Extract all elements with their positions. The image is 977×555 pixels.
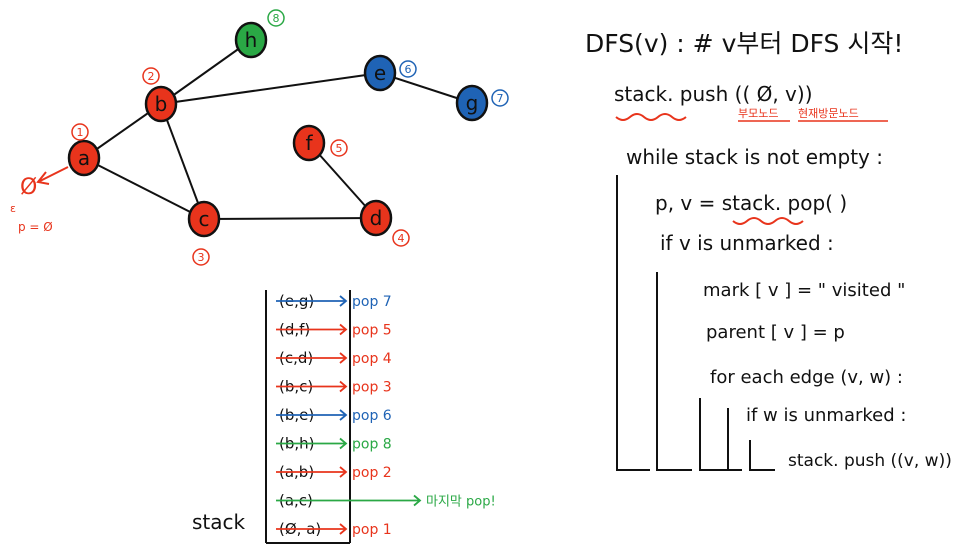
- stack-entry-pop: 마지막 pop!: [426, 495, 496, 510]
- node-d-circle: [359, 199, 393, 237]
- edge-a-c: [83, 157, 205, 220]
- code-mark-line: mark [ v ] = " visited ": [703, 280, 905, 301]
- node-g-order-badge: [491, 89, 509, 107]
- node-e-order: 6: [405, 63, 412, 76]
- node-g-label: g: [466, 91, 479, 115]
- stack-entry-pop: pop 7: [352, 294, 392, 310]
- stack-entry: (b,e)pop 6: [276, 406, 392, 424]
- node-d-order: 4: [398, 232, 405, 245]
- stack-entry-arrowhead: [339, 295, 348, 307]
- node-a-order-badge: [71, 123, 89, 141]
- stack-entry-arrowhead: [339, 323, 348, 336]
- node-h-order: 8: [273, 12, 280, 25]
- node-e-circle: [363, 54, 397, 92]
- node-b-label: b: [155, 92, 168, 116]
- node-e-label: e: [374, 61, 386, 85]
- edge-b-e: [160, 72, 381, 105]
- node-d-order-badge: [392, 229, 410, 247]
- indent-brackets: [616, 175, 775, 471]
- code-pop-line: p, v = stack. pop( ): [655, 191, 847, 215]
- node-a-label: a: [78, 146, 90, 170]
- stack-entry-pop: pop 4: [352, 351, 392, 367]
- stack-entry: (a,c)마지막 pop!: [276, 492, 496, 510]
- node-b-circle: [144, 85, 178, 123]
- stack-entries: (e,g)pop 7 (d,f)pop 5 (c,d)pop 4 (b,c)pop 3…: [276, 292, 496, 538]
- stack-diagram: stack (e,g)pop 7 (d,f)pop 5 (c,d)pop 4 (b,c…: [192, 290, 496, 544]
- node-d: d4: [359, 199, 410, 247]
- node-g-order: 7: [497, 92, 504, 105]
- node-e-order-badge: [399, 60, 417, 78]
- stack-entry-arrowhead: [339, 437, 348, 450]
- stack-entry-arrowhead: [339, 523, 348, 535]
- node-f-order: 5: [336, 142, 343, 155]
- node-a: a1: [67, 123, 101, 177]
- code-if2-line: if w is unmarked :: [746, 405, 906, 426]
- stack-entry-arrowhead: [339, 409, 348, 421]
- node-d-label: d: [370, 206, 383, 230]
- node-g-circle: [455, 84, 489, 122]
- stack-entry-arrowhead: [339, 352, 348, 364]
- push-note-parent: 부모노드: [738, 107, 778, 120]
- code-push-line: stack. push (( Ø, v)): [614, 82, 813, 106]
- node-b-order: 2: [148, 70, 155, 83]
- stack-entry: (e,g)pop 7: [276, 292, 392, 310]
- start-epsilon: ε: [10, 202, 16, 215]
- node-b: b2: [142, 67, 178, 123]
- stack-entry: (a,b)pop 2: [276, 463, 392, 481]
- node-c-order-badge: [192, 248, 210, 266]
- stack-entry-pop: pop 3: [352, 380, 392, 396]
- node-c-label: c: [199, 207, 210, 231]
- node-b-order-badge: [142, 67, 160, 85]
- node-c: c3: [187, 200, 221, 266]
- code-for-line: for each edge (v, w) :: [710, 367, 903, 388]
- dfs-pseudocode: DFS(v) : # v부터 DFS 시작! stack. push (( Ø,…: [585, 29, 952, 471]
- start-symbol: Ø: [20, 175, 37, 200]
- edge-b-c: [160, 103, 205, 220]
- code-if-line: if v is unmarked :: [660, 231, 834, 255]
- pop-underline: [732, 217, 804, 225]
- node-h-order-badge: [267, 9, 285, 27]
- node-c-circle: [187, 200, 221, 238]
- node-f-label: f: [305, 131, 313, 155]
- stack-entry-pop: pop 5: [352, 323, 392, 339]
- stack-entry: (d,f)pop 5: [276, 321, 392, 339]
- stack-entry-pop: pop 8: [352, 437, 392, 453]
- stack-label: stack: [192, 510, 246, 534]
- node-a-order: 1: [77, 126, 84, 139]
- graph-edges: [83, 39, 473, 220]
- node-h-circle: [234, 21, 268, 59]
- code-while-line: while stack is not empty :: [626, 145, 883, 169]
- stack-entry-pop: pop 6: [352, 408, 392, 424]
- edge-c-d: [203, 217, 377, 220]
- stack-entry: (Ø, a)pop 1: [276, 520, 392, 538]
- start-note: p = Ø: [18, 220, 53, 234]
- node-h: h8: [234, 9, 285, 59]
- node-a-circle: [67, 139, 101, 177]
- stack-entry-pop: pop 2: [352, 465, 392, 481]
- stack-entry-pop: pop 1: [352, 522, 392, 538]
- stack-entry-arrowhead: [339, 380, 348, 393]
- node-f-circle: [292, 124, 326, 162]
- stack-entry: (c,d)pop 4: [276, 349, 392, 367]
- code-parent-line: parent [ v ] = p: [706, 322, 845, 343]
- node-h-label: h: [245, 28, 258, 52]
- node-c-order: 3: [198, 251, 205, 264]
- push-underline: [615, 113, 687, 121]
- start-arrow: Ø ε p = Ø: [10, 166, 69, 234]
- code-title: DFS(v) : # v부터 DFS 시작!: [585, 29, 903, 58]
- push-note-current: 현재방문노드: [798, 107, 859, 120]
- code-push2-line: stack. push ((v, w)): [788, 451, 952, 471]
- node-f-order-badge: [330, 139, 348, 157]
- stack-entry-arrowhead: [339, 466, 348, 478]
- stack-entry: (b,h)pop 8: [276, 435, 392, 453]
- edge-b-h: [160, 39, 252, 105]
- stack-entry-arrowhead: [413, 494, 422, 507]
- stack-entry: (b,c)pop 3: [276, 378, 392, 396]
